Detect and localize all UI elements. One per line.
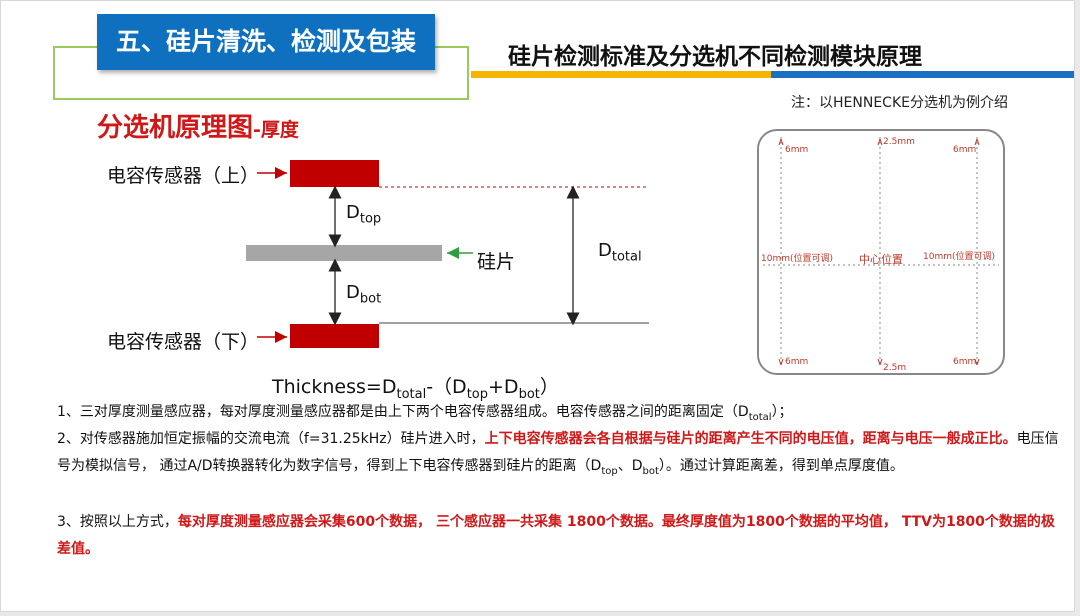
map-mid-right: 10mm(位置可调) [923, 252, 996, 262]
map-top-left: 6mm [785, 145, 809, 155]
thickness-formula: Thickness=Dtotal-（Dtop+Dbot） [272, 376, 559, 402]
header-underline-yellow [471, 71, 771, 78]
paragraph-3: 3、按照以上方式，每对厚度测量感应器会采集600个数据， 三个感应器一共采集 1… [57, 514, 1055, 557]
paragraph-2: 2、对传感器施加恒定振幅的交流电流（f=31.25kHz）硅片进入时，上下电容传… [57, 431, 1059, 477]
note-text: 注：以HENNECKE分选机为例介绍 [791, 95, 1008, 111]
diagram-title-main: 分选机原理图 [97, 113, 254, 143]
d-bot-label: Dbot [346, 282, 382, 307]
section-title: 五、硅片清洗、检测及包装 [97, 14, 435, 70]
header-title: 硅片检测标准及分选机不同检测模块原理 [508, 44, 922, 70]
paragraph-1: 1、三对厚度测量感应器，每对厚度测量感应器都是由上下两个电容传感器组成。电容传感… [57, 404, 793, 423]
d-top-label: Dtop [346, 202, 382, 227]
map-bottom-center: 2.5m [883, 363, 907, 373]
wafer-bar [246, 245, 442, 261]
map-bottom-right: 6mm [953, 357, 977, 367]
map-top-right: 6mm [953, 145, 977, 155]
sensor-bottom [290, 324, 379, 348]
header-underline-blue [771, 71, 1074, 78]
map-mid-center: 中心位置 [859, 253, 903, 266]
map-bottom-left: 6mm [785, 357, 809, 367]
sensor-top [290, 160, 379, 187]
diagram-title: 分选机原理图-厚度 [97, 107, 299, 144]
d-total-label: Dtotal [598, 240, 642, 265]
diagram-title-sub: -厚度 [253, 119, 299, 141]
sensor-top-label: 电容传感器（上） [107, 165, 260, 187]
wafer-label: 硅片 [477, 251, 516, 273]
wafer-map-lines [763, 137, 999, 367]
map-top-center: 2.5mm [883, 137, 915, 147]
wafer-measurement-map: 6mm 2.5mm 6mm 10mm(位置可调) 中心位置 10mm(位置可调)… [757, 129, 1005, 375]
map-mid-left: 10mm(位置可调) [761, 254, 834, 264]
sensor-bottom-label: 电容传感器（下） [107, 331, 260, 353]
